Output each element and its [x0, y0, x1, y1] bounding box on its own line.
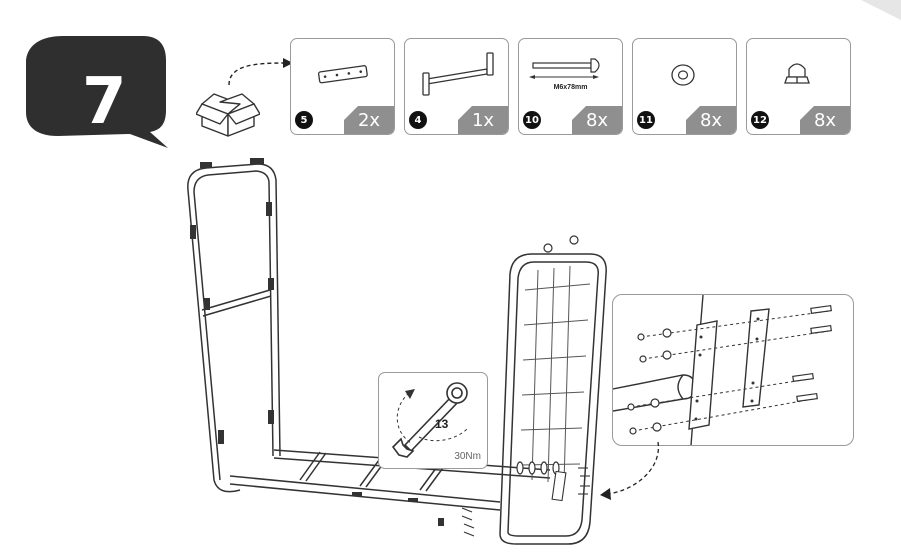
- part-quantity: 8x: [800, 106, 850, 134]
- part-number-badge: 12: [751, 111, 769, 129]
- part-card-11: 11 8x: [632, 38, 737, 135]
- frame-assembly-illustration: [187, 158, 607, 545]
- bracket-bolt-detail-illustration: [613, 295, 832, 445]
- part-number-badge: 11: [637, 111, 655, 129]
- cap-nut-icon: [784, 63, 810, 84]
- dashed-pointer-arrow-icon: [600, 441, 659, 500]
- bolt-dimension-label: M6x78mm: [553, 84, 588, 91]
- washer-icon: [671, 64, 695, 86]
- part-card-4: 4 1x: [404, 38, 509, 135]
- step-badge: 7: [18, 30, 173, 150]
- part-quantity: 8x: [686, 106, 736, 134]
- part-number-badge: 10: [523, 111, 541, 129]
- part-card-12: 12 8x: [746, 38, 851, 135]
- bracket-plate-icon: [317, 65, 368, 84]
- open-box-icon: [196, 93, 260, 137]
- wrench-icon: [391, 382, 468, 458]
- part-card-5: 5 2x: [290, 38, 395, 135]
- part-quantity: 2x: [344, 106, 394, 134]
- left-frame-tube: [187, 163, 281, 481]
- part-number-badge: 4: [409, 111, 427, 129]
- bracket-detail-panel: [612, 294, 854, 446]
- carriage-bolt-icon: [529, 58, 600, 79]
- crossbar-tube-icon: [422, 52, 494, 96]
- page-corner-shadow: [861, 0, 901, 20]
- wrench-size-label: 13: [435, 417, 449, 431]
- step-number: 7: [82, 65, 127, 139]
- part-quantity: 1x: [458, 106, 508, 134]
- speech-bubble-icon: [26, 36, 168, 148]
- wrench-torque-panel: 13 30Nm: [378, 372, 488, 469]
- part-quantity: 8x: [572, 106, 622, 134]
- torque-value-label: 30Nm: [454, 451, 481, 462]
- part-card-10: M6x78mm 10 8x: [518, 38, 623, 135]
- part-number-badge: 5: [295, 111, 313, 129]
- dashed-arrow-icon: [228, 58, 293, 86]
